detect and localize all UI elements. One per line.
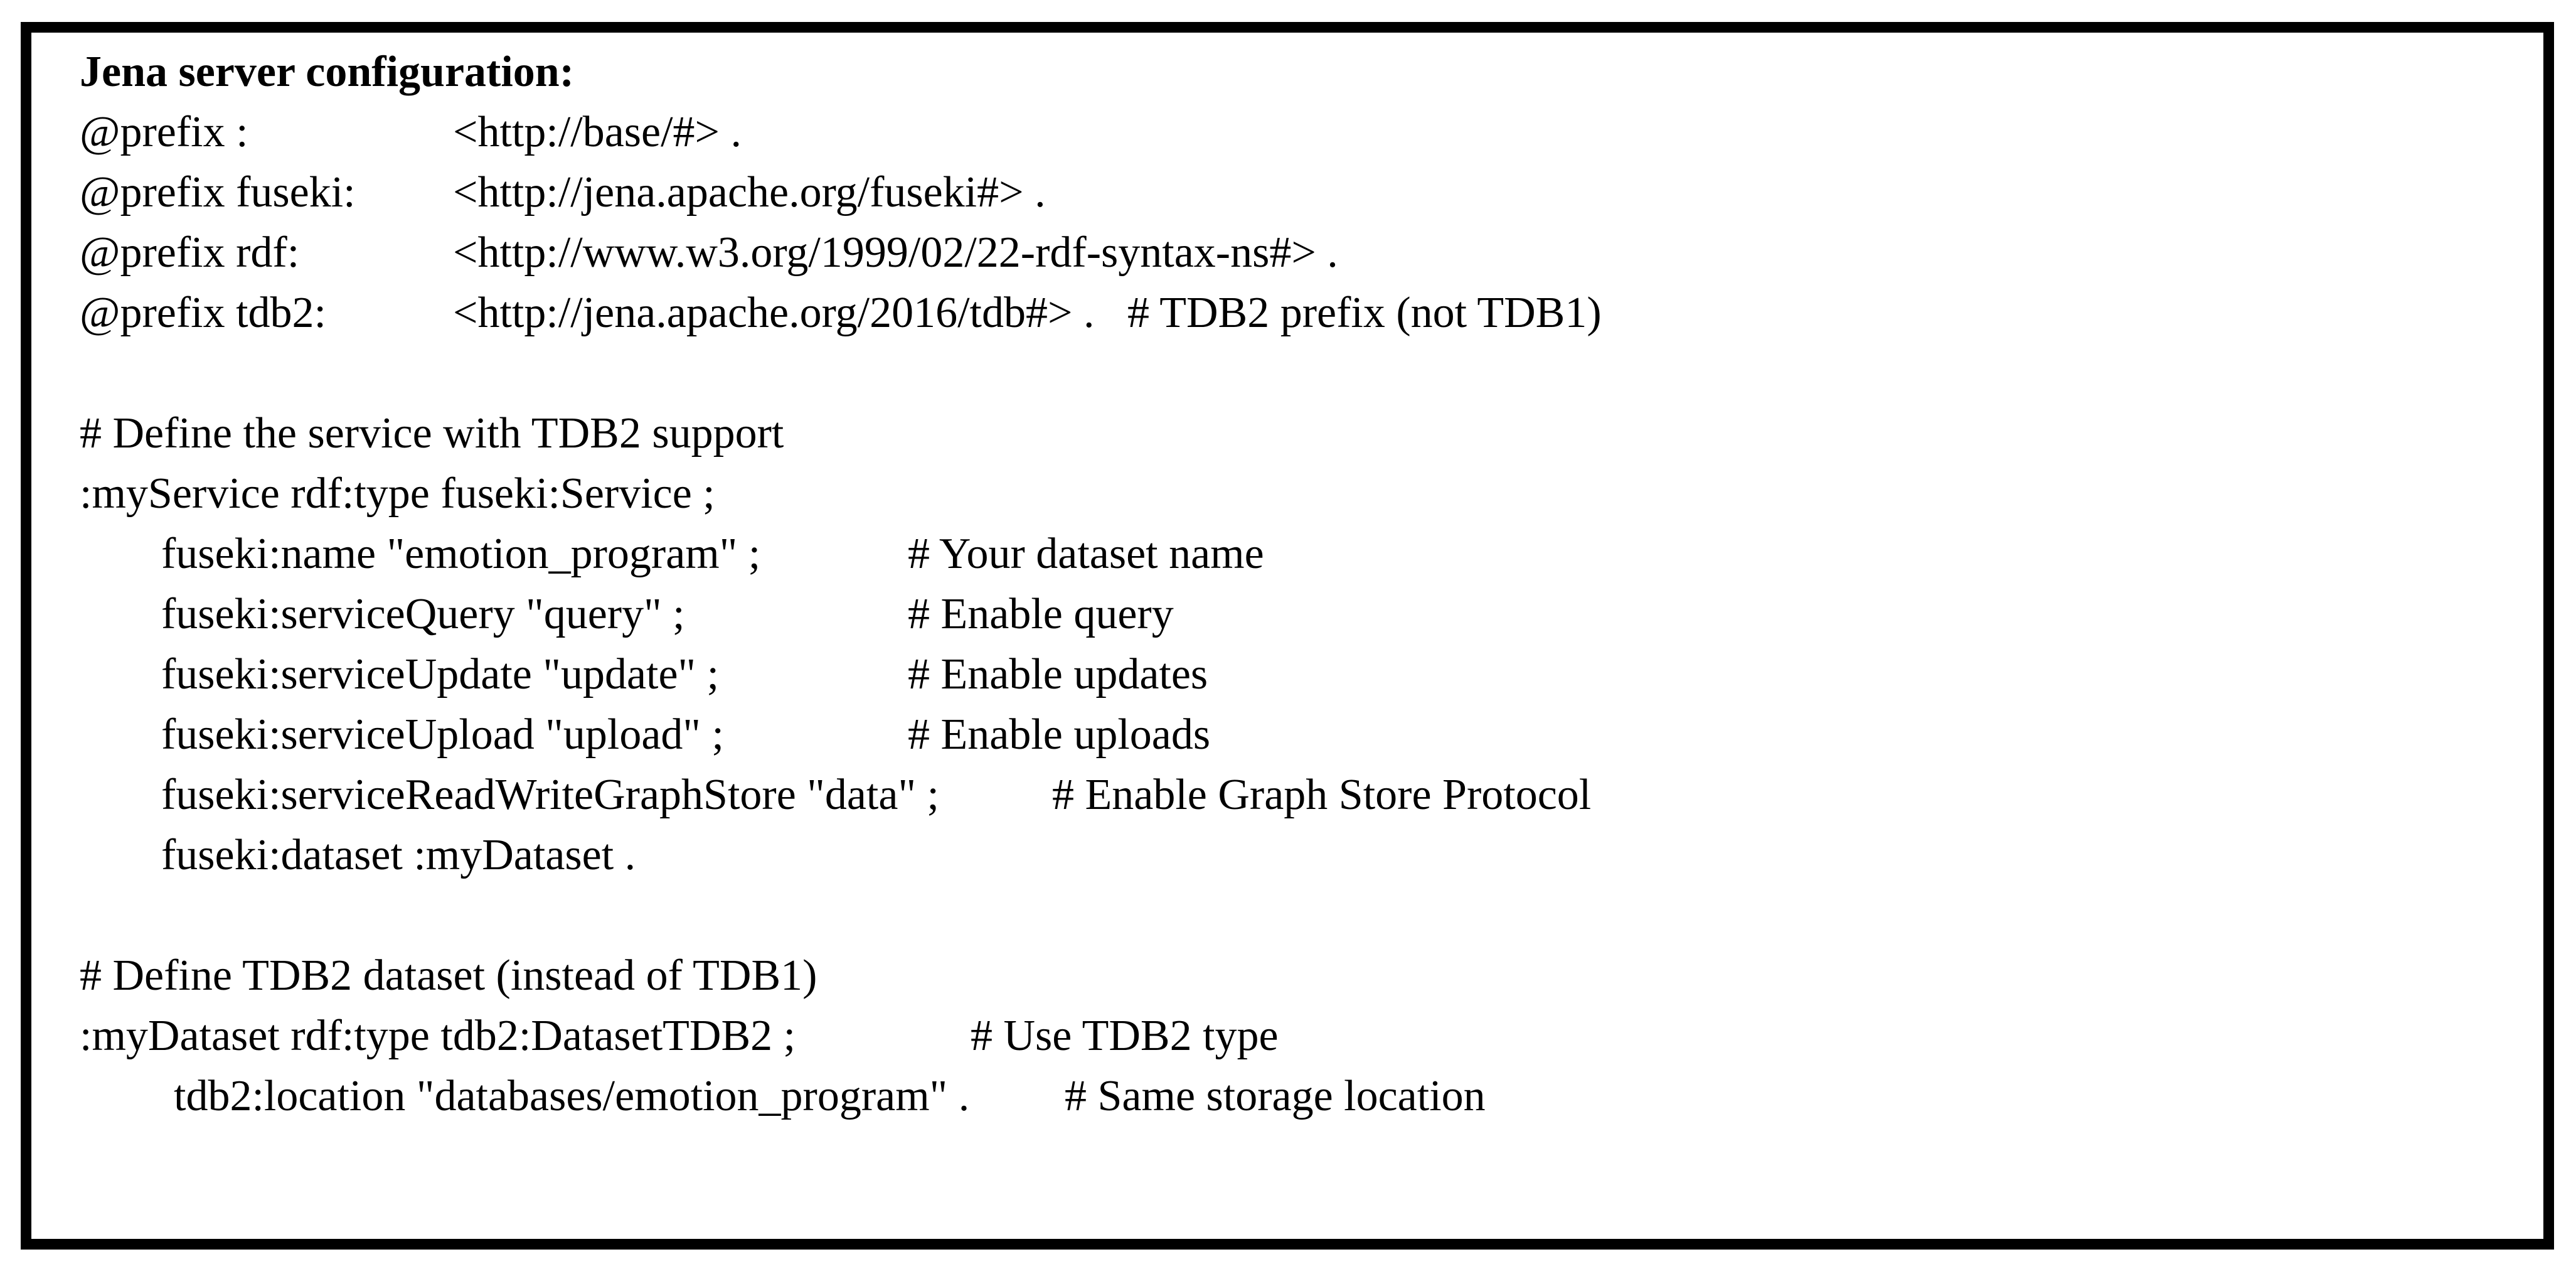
prefix-keyword-fuseki: @prefix fuseki: <box>80 168 356 217</box>
service-property-upload-statement: fuseki:serviceUpload "upload" ; <box>161 710 724 759</box>
service-property-query-comment: # Enable query <box>908 590 1174 638</box>
prefix-line-fuseki: @prefix fuseki: <http://jena.apache.org/f… <box>80 163 2531 223</box>
dataset-subject-comment: # Use TDB2 type <box>971 1012 1279 1060</box>
prefix-spacer-tdb2 <box>1094 289 1127 337</box>
figure-border-frame: Jena server configuration: @prefix : <htt… <box>21 22 2554 1250</box>
prefix-uri-rdf: <http://www.w3.org/1999/02/22-rdf-syntax… <box>453 228 1338 277</box>
dataset-location-line: tdb2:location "databases/emotion_program… <box>80 1066 2531 1127</box>
dataset-subject-line: :myDataset rdf:type tdb2:DatasetTDB2 ; # … <box>80 1006 2531 1066</box>
service-property-query-statement: fuseki:serviceQuery "query" ; <box>161 590 685 638</box>
prefix-line-rdf: @prefix rdf: <http://www.w3.org/1999/02/2… <box>80 223 2531 283</box>
prefix-line-tdb2: @prefix tdb2: <http://jena.apache.org/201… <box>80 283 2531 343</box>
dataset-location-statement: tdb2:location "databases/emotion_program… <box>174 1072 970 1120</box>
service-property-upload: fuseki:serviceUpload "upload" ; # Enable … <box>80 705 2531 765</box>
service-section-comment: # Define the service with TDB2 support <box>80 409 784 458</box>
service-property-name: fuseki:name "emotion_program" ; # Your da… <box>80 524 2531 584</box>
service-property-graphstore-statement: fuseki:serviceReadWriteGraphStore "data"… <box>161 771 939 819</box>
prefix-uri-fuseki: <http://jena.apache.org/fuseki#> . <box>453 168 1046 217</box>
blank-line-2 <box>80 886 2531 946</box>
prefix-keyword-base: @prefix : <box>80 108 248 156</box>
service-property-name-comment: # Your dataset name <box>908 530 1264 578</box>
prefix-uri-tdb2: <http://jena.apache.org/2016/tdb#> . <box>453 289 1095 337</box>
service-property-graphstore: fuseki:serviceReadWriteGraphStore "data"… <box>80 765 2531 825</box>
service-property-dataset: fuseki:dataset :myDataset . <box>80 825 2531 886</box>
service-property-dataset-statement: fuseki:dataset :myDataset . <box>161 831 636 879</box>
prefix-keyword-tdb2: @prefix tdb2: <box>80 289 326 337</box>
service-property-name-statement: fuseki:name "emotion_program" ; <box>161 530 761 578</box>
service-property-update-comment: # Enable updates <box>908 650 1208 699</box>
service-property-graphstore-comment: # Enable Graph Store Protocol <box>1052 771 1592 819</box>
code-listing-title: Jena server configuration: <box>80 48 575 96</box>
prefix-keyword-rdf: @prefix rdf: <box>80 228 300 277</box>
service-property-update: fuseki:serviceUpdate "update" ; # Enable … <box>80 645 2531 705</box>
service-property-update-statement: fuseki:serviceUpdate "update" ; <box>161 650 720 699</box>
service-property-upload-comment: # Enable uploads <box>908 710 1211 759</box>
blank-line-1 <box>80 343 2531 404</box>
prefix-uri-base: <http://base/#> . <box>453 108 742 156</box>
dataset-subject-statement: :myDataset rdf:type tdb2:DatasetTDB2 ; <box>80 1012 796 1060</box>
dataset-section-comment: # Define TDB2 dataset (instead of TDB1) <box>80 951 817 1000</box>
service-subject-line: :myService rdf:type fuseki:Service ; <box>80 469 715 518</box>
dataset-location-comment: # Same storage location <box>1065 1072 1486 1120</box>
prefix-comment-tdb2: # TDB2 prefix (not TDB1) <box>1127 289 1602 337</box>
code-listing: Jena server configuration: @prefix : <htt… <box>80 42 2531 1239</box>
prefix-line-base: @prefix : <http://base/#> . <box>80 102 2531 163</box>
service-property-query: fuseki:serviceQuery "query" ; # Enable qu… <box>80 584 2531 645</box>
